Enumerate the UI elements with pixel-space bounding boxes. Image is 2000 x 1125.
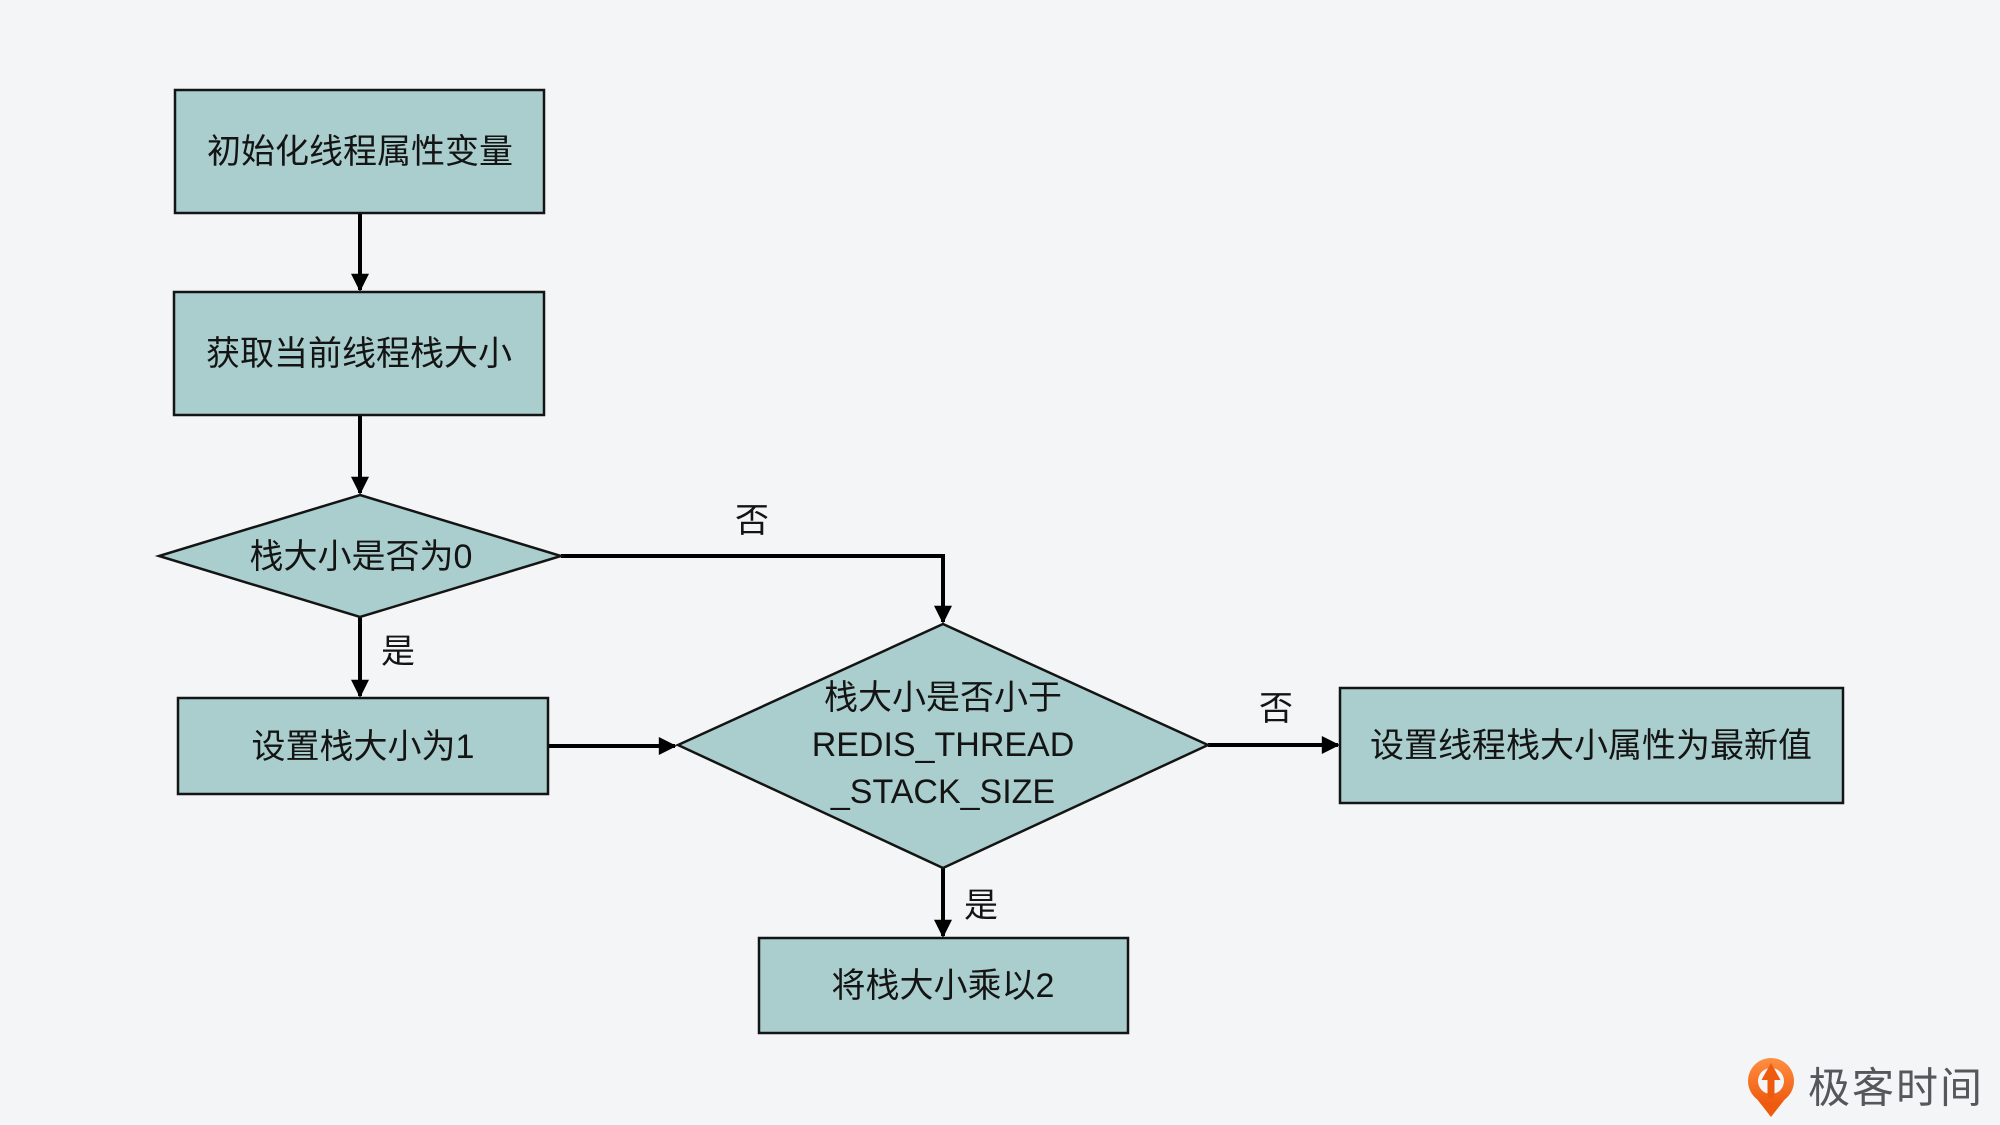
node-multiply-label: 将栈大小乘以2 [832,967,1055,1005]
node-get-stack: 获取当前线程栈大小 [172,290,546,417]
geektime-logo-text: 极客时间 [1808,1065,1984,1112]
node-get-stack-label: 获取当前线程栈大小 [206,335,512,373]
label-isless-yes: 是 [964,887,998,925]
label-iszero-no: 否 [735,502,769,540]
node-is-less-diamond [675,622,1211,870]
node-is-less-label-line1: 栈大小是否小于 [824,679,1062,717]
pin-arrow-up-icon [1761,1063,1781,1098]
node-is-zero: 栈大小是否为0 [154,493,566,619]
node-set-latest-box [1338,686,1845,805]
edge-labels: 是 否 否 是 [381,502,1293,925]
node-set-latest-label: 设置线程栈大小属性为最新值 [1370,727,1812,765]
node-init-attr: 初始化线程属性变量 [173,88,546,215]
label-iszero-yes: 是 [381,633,415,671]
node-init-attr-box [173,88,546,215]
node-is-less-label-line3: _STACK_SIZE [830,773,1055,811]
node-set-one-label: 设置栈大小为1 [252,728,475,766]
node-get-stack-box [172,290,546,417]
label-isless-no: 否 [1259,690,1293,728]
node-set-one-box [176,696,550,796]
node-set-one: 设置栈大小为1 [176,696,550,796]
geektime-pin-icon [1748,1058,1794,1117]
node-is-less: 栈大小是否小于 REDIS_THREAD _STACK_SIZE [675,622,1211,870]
node-is-zero-diamond [154,493,566,619]
node-set-latest: 设置线程栈大小属性为最新值 [1338,686,1845,805]
node-multiply: 将栈大小乘以2 [757,936,1130,1035]
node-init-attr-label: 初始化线程属性变量 [207,133,513,171]
node-is-zero-label: 栈大小是否为0 [250,538,473,576]
node-multiply-box [757,936,1130,1035]
edges [351,213,1340,938]
node-is-less-label-line2: REDIS_THREAD [812,726,1075,764]
edge-iszero-no [561,554,952,624]
geektime-logo: 极客时间 [1748,1058,1984,1117]
